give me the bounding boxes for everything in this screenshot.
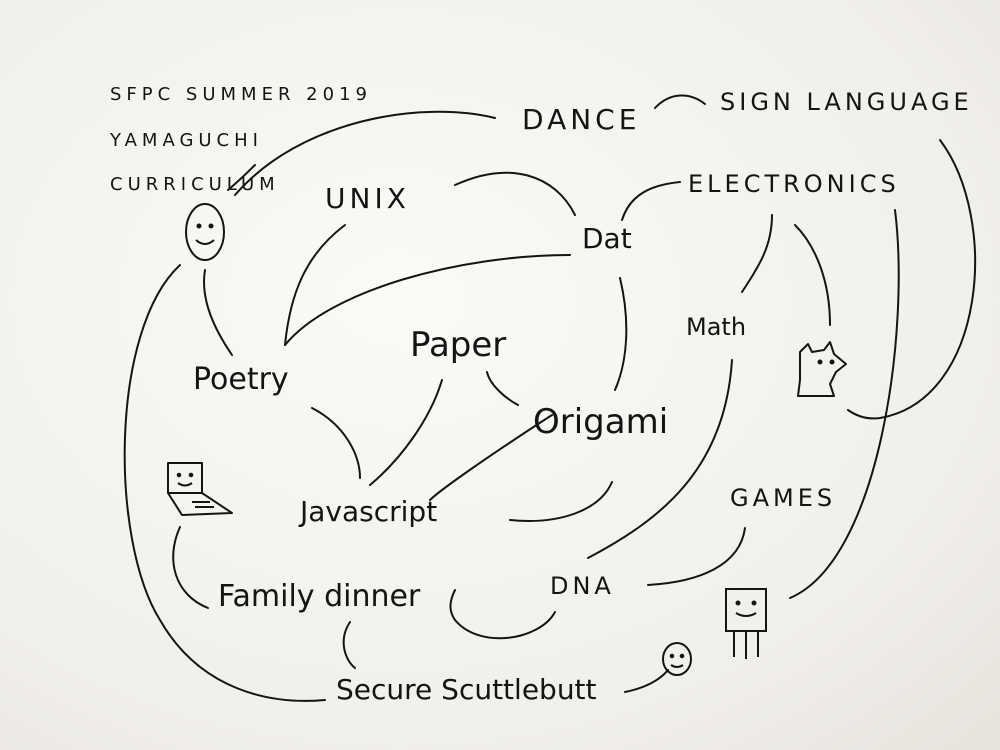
edge-math-dna [587, 359, 733, 559]
node-sign-language: SIGN LANGUAGE [720, 88, 973, 116]
edge-electronics-dog [794, 224, 831, 326]
edge-ssb-face [624, 669, 669, 693]
robot-icon [725, 588, 767, 659]
node-family-dinner: Family dinner [218, 579, 421, 614]
node-dat: Dat [582, 222, 632, 255]
edge-family-ssb [342, 621, 356, 669]
edge-paper-origami [486, 371, 519, 406]
title-line-3: CURRICULUM [110, 174, 280, 195]
edge-face-ssb [123, 264, 326, 702]
edge-unix-poetry [284, 224, 346, 346]
title-line-2: YAMAGUCHI [110, 130, 263, 151]
dog-icon [797, 341, 847, 397]
edge-electronics-math [741, 214, 773, 293]
edge-paper-javascript [369, 379, 443, 486]
edge-origami-family [429, 414, 553, 501]
edge-electronics-robot [789, 209, 900, 599]
edge-origami-javascript [509, 481, 613, 522]
node-unix: UNIX [325, 182, 410, 215]
node-math: Math [686, 313, 747, 341]
smiley-face-icon [185, 203, 225, 261]
edge-dat-electronics [621, 181, 681, 221]
edge-dat-poetry [284, 254, 571, 346]
edge-face-poetry [203, 269, 233, 356]
edge-unix-dat [454, 171, 576, 216]
edge-sign-dog [847, 139, 977, 420]
node-secure-scuttlebutt: Secure Scuttlebutt [336, 673, 597, 706]
node-origami: Origami [533, 402, 669, 442]
edge-dna-family [449, 589, 556, 640]
node-paper: Paper [410, 325, 507, 365]
node-games: GAMES [730, 484, 837, 512]
smiley-face-icon [662, 642, 692, 676]
node-javascript: Javascript [300, 495, 438, 528]
node-electronics: ELECTRONICS [688, 170, 900, 198]
node-poetry: Poetry [193, 362, 289, 397]
title-line-1: SFPC SUMMER 2019 [110, 84, 372, 105]
edge-dat-origami [614, 277, 628, 391]
node-dna: DNA [550, 572, 615, 600]
edge-dance-sign [654, 94, 706, 109]
node-dance: DANCE [522, 103, 641, 136]
edge-games-dna [647, 527, 746, 586]
edge-laptop-family [172, 526, 209, 609]
edge-curriculum-strike [227, 164, 256, 191]
laptop-icon [167, 462, 233, 516]
edge-face-dance [234, 110, 496, 196]
edge-poetry-javascript [311, 407, 361, 479]
